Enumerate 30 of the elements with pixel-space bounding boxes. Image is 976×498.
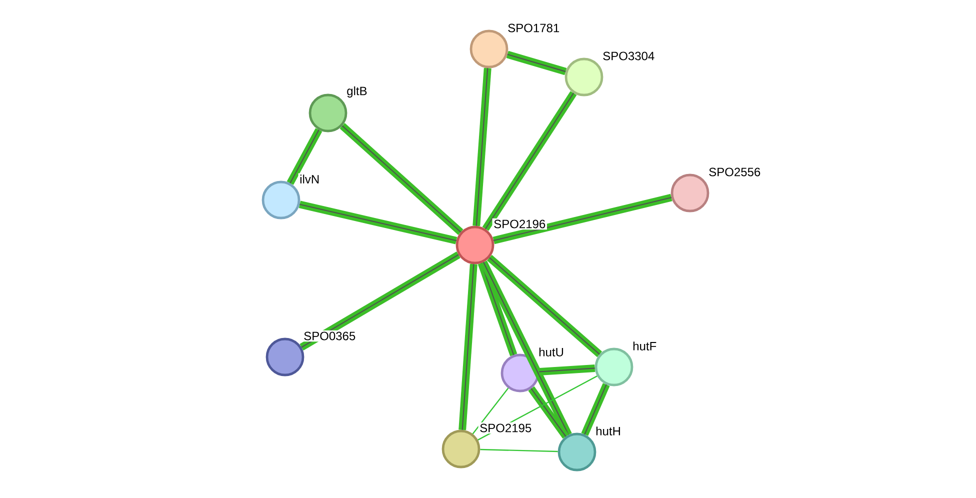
edge-line	[480, 260, 572, 436]
edge-line	[492, 194, 672, 244]
protein-circle	[266, 338, 304, 376]
protein-circle	[470, 30, 508, 68]
edge-line	[458, 264, 478, 430]
edge-line	[478, 262, 518, 356]
protein-circle	[456, 226, 494, 264]
protein-circle	[564, 58, 604, 96]
protein-circle	[670, 174, 710, 212]
protein-circle	[442, 430, 480, 468]
edge-line	[472, 388, 509, 434]
edge-line	[581, 383, 610, 436]
edge-line	[286, 128, 322, 185]
edge-line	[298, 200, 458, 244]
protein-circle	[594, 348, 634, 386]
protein-circle	[500, 354, 540, 392]
edge-line	[340, 123, 464, 235]
edge-line	[538, 364, 596, 376]
edge-line	[472, 68, 492, 226]
node-label: gltB	[345, 85, 369, 99]
protein-circle	[308, 94, 348, 132]
protein-circle	[262, 180, 300, 220]
edge-line	[486, 254, 602, 358]
edge-line	[528, 386, 569, 439]
protein-circle	[558, 432, 596, 472]
edge-line	[506, 50, 567, 76]
edge-line	[480, 448, 558, 452]
node-label: hutF	[631, 340, 658, 352]
edge-line	[300, 252, 460, 350]
edge-line	[482, 91, 577, 231]
